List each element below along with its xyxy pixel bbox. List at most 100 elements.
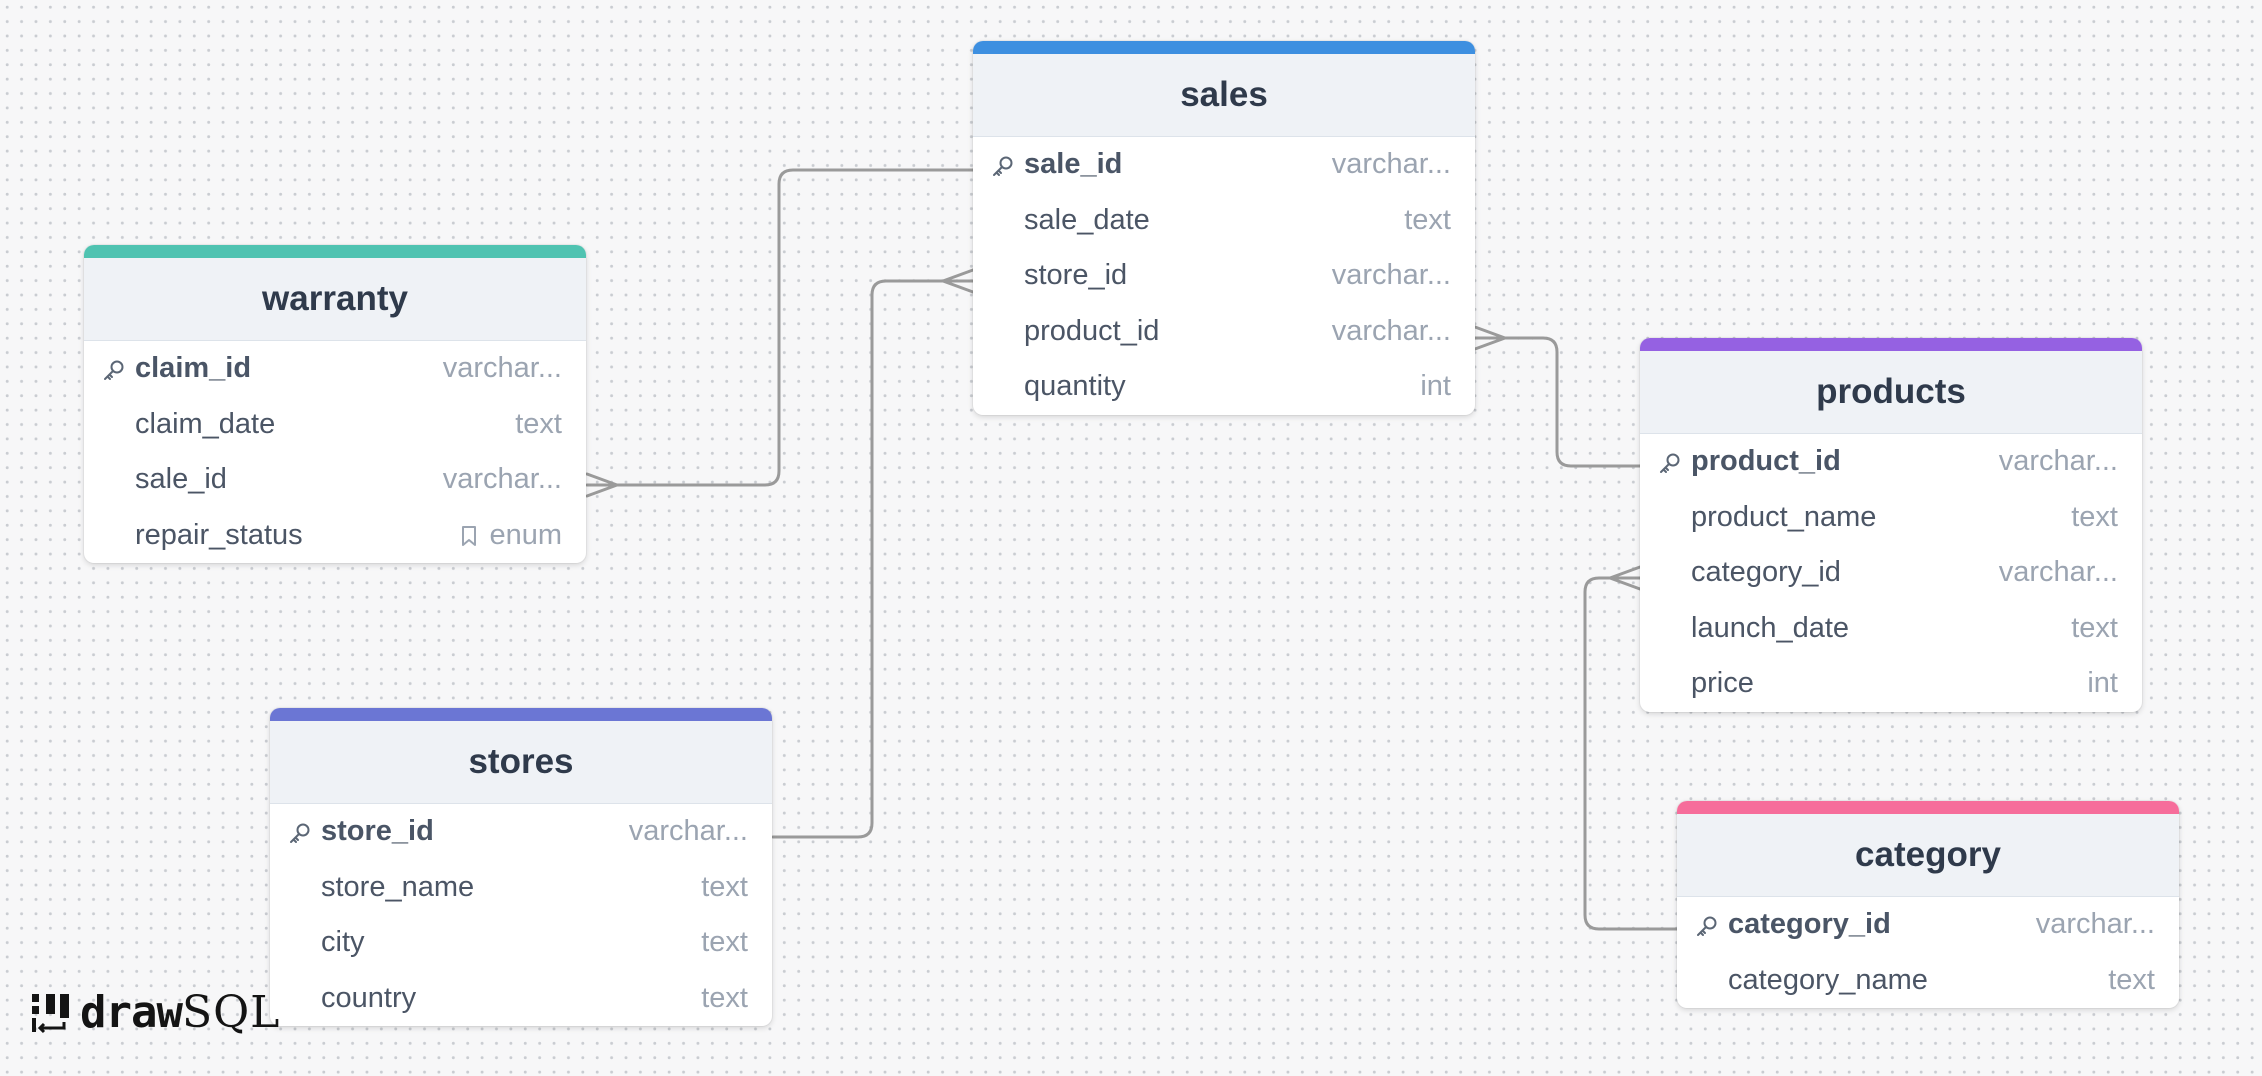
column-name: store_name bbox=[321, 870, 475, 903]
drawsql-logo-icon bbox=[32, 994, 69, 1034]
table-accent-bar bbox=[1677, 801, 2179, 814]
column-type-label: text bbox=[701, 981, 748, 1014]
column-row-sales-store-id[interactable]: store_id varchar... bbox=[973, 248, 1475, 304]
table-title: category bbox=[1855, 835, 2001, 874]
column-row-warranty-repair-status[interactable]: repair_status enum bbox=[84, 508, 586, 564]
table-header[interactable]: stores bbox=[270, 721, 772, 804]
primary-key-icon bbox=[991, 153, 1015, 177]
column-type-label: text bbox=[2071, 500, 2118, 533]
column-row-products-price[interactable]: price int bbox=[1640, 656, 2142, 712]
column-type: text bbox=[701, 926, 748, 959]
column-name: quantity bbox=[1024, 370, 1126, 403]
column-name: launch_date bbox=[1691, 611, 1850, 644]
column-type: varchar... bbox=[629, 815, 748, 848]
column-name: category_id bbox=[1691, 556, 1841, 589]
relationship-products-category[interactable] bbox=[1583, 576, 1679, 931]
column-row-sales-quantity[interactable]: quantity int bbox=[973, 359, 1475, 415]
column-type: text bbox=[2071, 501, 2118, 534]
column-row-products-product-name[interactable]: product_name text bbox=[1640, 490, 2142, 546]
column-name: country bbox=[321, 981, 417, 1014]
column-name: product_id bbox=[1024, 314, 1160, 347]
column-type: varchar... bbox=[1332, 315, 1451, 348]
logo-text-draw: draw bbox=[80, 986, 183, 1038]
column-name: store_id bbox=[1024, 259, 1128, 292]
column-name: sale_date bbox=[1024, 203, 1150, 236]
column-type-label: text bbox=[701, 870, 748, 903]
column-type: text bbox=[2071, 612, 2118, 645]
column-name: repair_status bbox=[135, 518, 303, 551]
table-accent-bar bbox=[270, 708, 772, 721]
column-row-stores-city[interactable]: city text bbox=[270, 915, 772, 971]
column-name: category_id bbox=[1728, 908, 1891, 941]
column-type-label: text bbox=[2108, 963, 2155, 996]
column-type: enum bbox=[459, 519, 562, 552]
table-header[interactable]: sales bbox=[973, 54, 1475, 137]
column-type: text bbox=[701, 982, 748, 1015]
column-type: text bbox=[701, 871, 748, 904]
column-name: product_name bbox=[1691, 500, 1877, 533]
table-title: products bbox=[1816, 372, 1966, 411]
column-row-category-category-name[interactable]: category_name text bbox=[1677, 953, 2179, 1009]
column-type-label: text bbox=[1404, 203, 1451, 236]
crowfoot-sales-product-id bbox=[1473, 325, 1507, 351]
primary-key-icon bbox=[1658, 450, 1682, 474]
column-type-label: int bbox=[2087, 667, 2118, 700]
table-title: sales bbox=[1180, 75, 1268, 114]
column-type: varchar... bbox=[2036, 908, 2155, 941]
crowfoot-products-category-id bbox=[1608, 565, 1642, 591]
column-name: price bbox=[1691, 667, 1754, 700]
column-type-label: varchar... bbox=[1331, 259, 1451, 292]
column-name: city bbox=[321, 926, 365, 959]
column-row-sales-sale-date[interactable]: sale_date text bbox=[973, 193, 1475, 249]
column-type-label: varchar... bbox=[628, 815, 748, 848]
column-type-label: text bbox=[2071, 611, 2118, 644]
column-name: claim_date bbox=[135, 407, 276, 440]
bookmark-icon bbox=[459, 523, 479, 547]
drawsql-logo: draw SQL bbox=[30, 986, 281, 1038]
column-row-stores-country[interactable]: country text bbox=[270, 971, 772, 1027]
column-type: varchar... bbox=[1332, 148, 1451, 181]
column-row-category-category-id[interactable]: category_id varchar... bbox=[1677, 897, 2179, 953]
column-type-label: varchar... bbox=[1331, 148, 1451, 181]
table-header[interactable]: category bbox=[1677, 814, 2179, 897]
column-row-warranty-claim-id[interactable]: claim_id varchar... bbox=[84, 341, 586, 397]
primary-key-icon bbox=[1695, 913, 1719, 937]
column-type-label: varchar... bbox=[1998, 445, 2118, 478]
table-accent-bar bbox=[1640, 338, 2142, 351]
column-type: varchar... bbox=[443, 352, 562, 385]
relationship-stores-sales[interactable] bbox=[771, 279, 975, 839]
table-category[interactable]: category category_id varchar... category_na… bbox=[1677, 801, 2179, 1008]
column-row-products-category-id[interactable]: category_id varchar... bbox=[1640, 545, 2142, 601]
column-type: varchar... bbox=[1332, 259, 1451, 292]
table-header[interactable]: warranty bbox=[84, 258, 586, 341]
column-name: store_id bbox=[321, 815, 434, 848]
relationship-sales-products[interactable] bbox=[1473, 336, 1642, 468]
column-type-label: int bbox=[1420, 370, 1451, 403]
column-type: text bbox=[2108, 964, 2155, 997]
column-row-stores-store-name[interactable]: store_name text bbox=[270, 860, 772, 916]
column-name: category_name bbox=[1728, 963, 1928, 996]
column-type-label: varchar... bbox=[1998, 556, 2118, 589]
column-type: text bbox=[1404, 204, 1451, 237]
table-accent-bar bbox=[84, 245, 586, 258]
column-type: int bbox=[2087, 667, 2118, 700]
column-type-label: varchar... bbox=[442, 463, 562, 496]
table-header[interactable]: products bbox=[1640, 351, 2142, 434]
column-name: claim_id bbox=[135, 352, 252, 385]
column-row-stores-store-id[interactable]: store_id varchar... bbox=[270, 804, 772, 860]
column-row-products-launch-date[interactable]: launch_date text bbox=[1640, 601, 2142, 657]
column-row-sales-product-id[interactable]: product_id varchar... bbox=[973, 304, 1475, 360]
column-type-label: text bbox=[701, 926, 748, 959]
relationship-warranty-sales[interactable] bbox=[585, 168, 975, 487]
logo-text-sql: SQL bbox=[181, 986, 281, 1038]
